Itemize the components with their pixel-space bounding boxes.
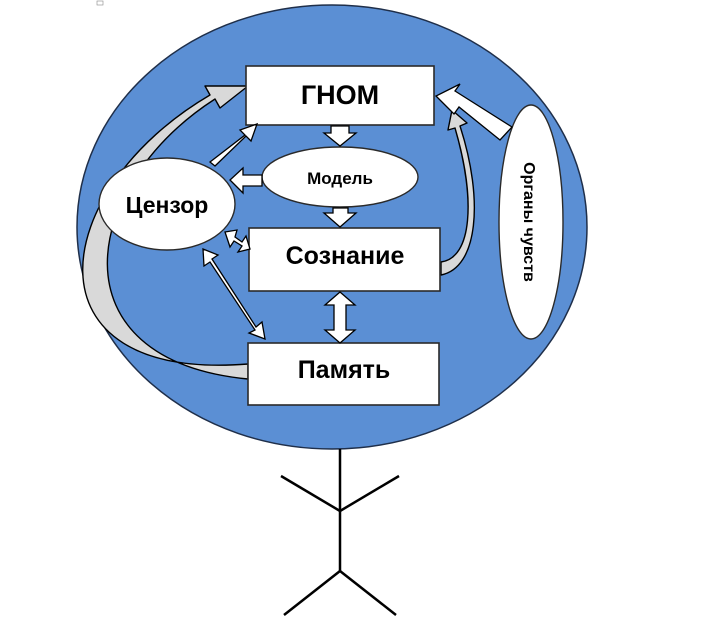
arrow-consciousness-memory: [323, 291, 357, 344]
memory-label: Память: [298, 356, 391, 384]
model-label: Модель: [307, 169, 373, 188]
arrow-censor-memory: [202, 248, 266, 341]
consciousness-box: [248, 227, 441, 292]
arrow-censor-consciousness: [224, 229, 251, 254]
censor-label: Цензор: [126, 192, 209, 218]
gnom-label: ГНОМ: [301, 80, 379, 110]
arrow-gnom-to-model: [322, 125, 358, 147]
stick-figure: [280, 449, 400, 616]
speck: [96, 0, 104, 6]
consciousness-label: Сознание: [286, 242, 405, 270]
memory-box: [247, 342, 440, 406]
senses-label: Органы чувств: [520, 162, 537, 282]
censor-oval: [98, 157, 236, 251]
gnom-box: [245, 65, 435, 126]
senses-oval: [498, 104, 564, 340]
arrow-senses-to-gnom: [434, 83, 514, 141]
arrow-censor-to-gnom: [208, 122, 259, 167]
arrow-model-to-censor: [229, 166, 263, 195]
arrow-model-to-consciousness: [322, 207, 358, 228]
curved-arrow-consciousness-to-gnom: [440, 109, 475, 276]
